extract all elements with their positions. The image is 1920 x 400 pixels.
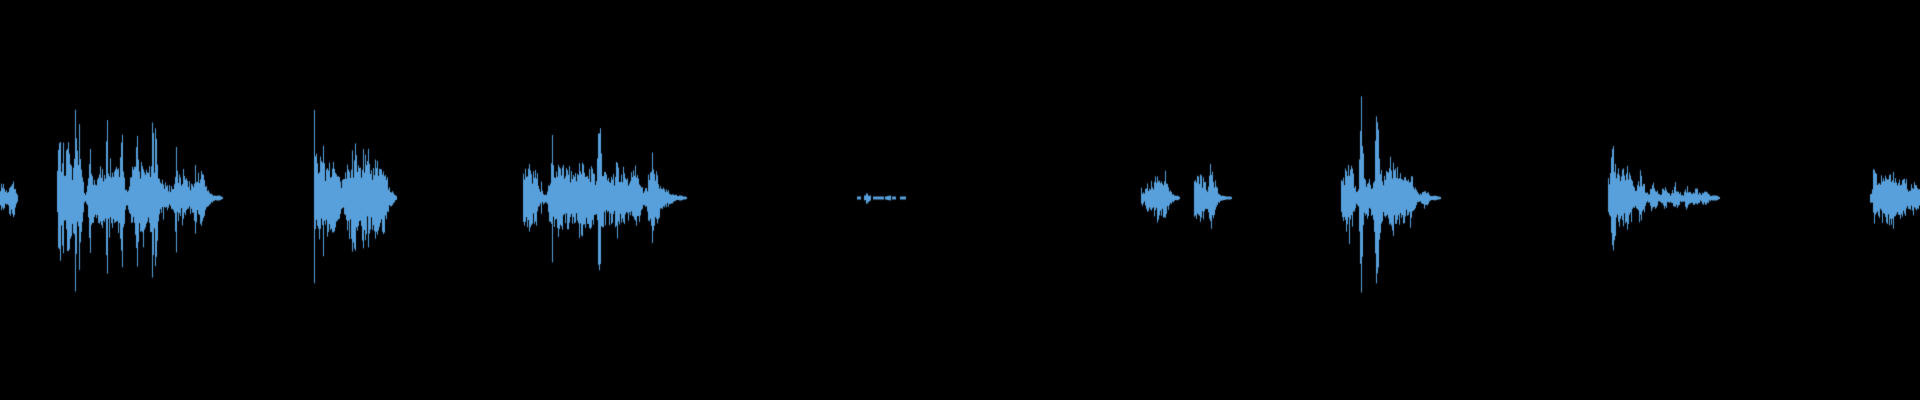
- audio-waveform-canvas[interactable]: [0, 0, 1920, 400]
- waveform-track: [0, 0, 1920, 400]
